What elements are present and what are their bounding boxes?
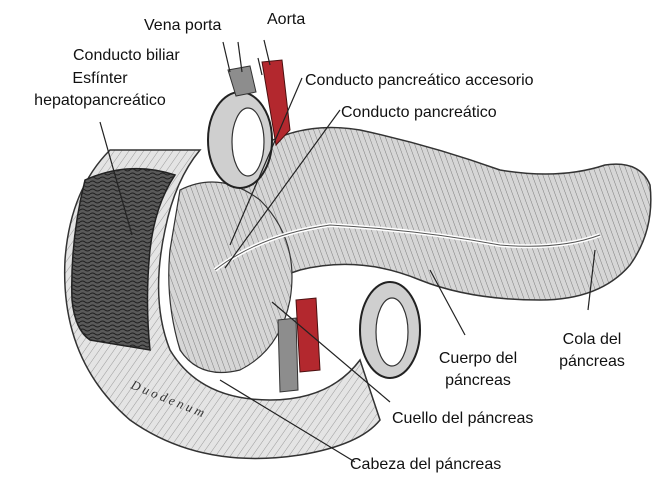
label-cola: Cola del páncreas	[548, 331, 636, 371]
mesenteric-vein	[278, 318, 298, 392]
leader-conducto-biliar	[258, 58, 262, 75]
label-esfinter-line2: hepatopancreático	[10, 92, 190, 110]
mesenteric-artery	[296, 298, 320, 372]
label-esfinter: Esfínter hepatopancreático	[10, 70, 190, 110]
label-cuerpo-line2: páncreas	[428, 372, 528, 390]
label-cola-line2: páncreas	[548, 353, 636, 371]
label-vena-porta: Vena porta	[144, 17, 221, 35]
label-aorta: Aorta	[267, 11, 305, 29]
label-cuello: Cuello del páncreas	[392, 410, 533, 428]
label-cuerpo-line1: Cuerpo del	[428, 350, 528, 368]
pancreas-body-tail	[235, 128, 651, 301]
label-esfinter-line1: Esfínter	[10, 70, 190, 88]
label-conducto-biliar: Conducto biliar	[73, 47, 180, 65]
label-cabeza: Cabeza del páncreas	[350, 456, 501, 474]
leader-vena-porta	[223, 42, 230, 72]
label-cuerpo: Cuerpo del páncreas	[428, 350, 528, 390]
label-conducto-accesorio: Conducto pancreático accesorio	[305, 72, 534, 90]
label-conducto-pancreatico: Conducto pancreático	[341, 104, 497, 122]
label-cola-line1: Cola del	[548, 331, 636, 349]
